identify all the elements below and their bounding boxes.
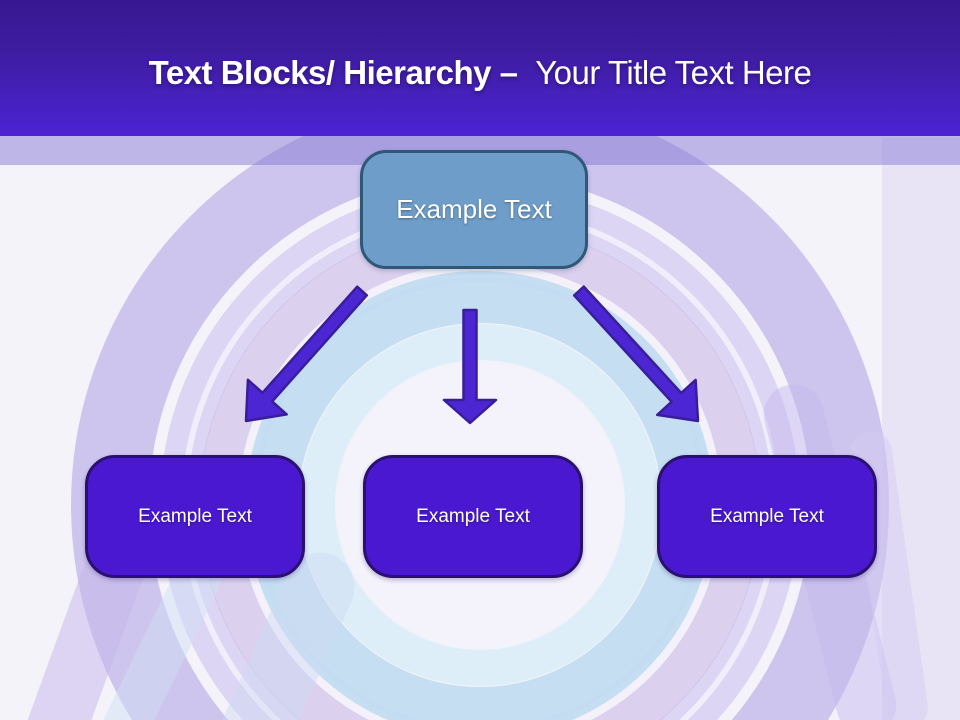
arrow-down-right-icon[interactable] (572, 285, 700, 423)
swirl-ring-inner-blue (299, 324, 661, 686)
arrow-down-icon[interactable] (442, 308, 498, 425)
child-node-3-label: Example Text (710, 505, 824, 527)
child-node-2[interactable]: Example Text (363, 455, 583, 578)
root-node[interactable]: Example Text (360, 150, 588, 269)
child-node-1[interactable]: Example Text (85, 455, 305, 578)
title-bar: Text Blocks/ Hierarchy – Your Title Text… (0, 0, 960, 136)
child-node-2-label: Example Text (416, 505, 530, 527)
arrow-down-left-icon[interactable] (244, 285, 369, 423)
child-node-1-label: Example Text (138, 505, 252, 527)
child-node-3[interactable]: Example Text (657, 455, 877, 578)
swirl-streak-left-3 (215, 552, 355, 720)
slide-title-bold: Text Blocks/ Hierarchy – (148, 54, 518, 91)
slide-title-regular: Your Title Text Here (535, 54, 812, 91)
slide-title: Text Blocks/ Hierarchy – Your Title Text… (149, 44, 812, 92)
root-node-label: Example Text (396, 194, 552, 224)
swirl-streak-left-1 (13, 507, 157, 720)
